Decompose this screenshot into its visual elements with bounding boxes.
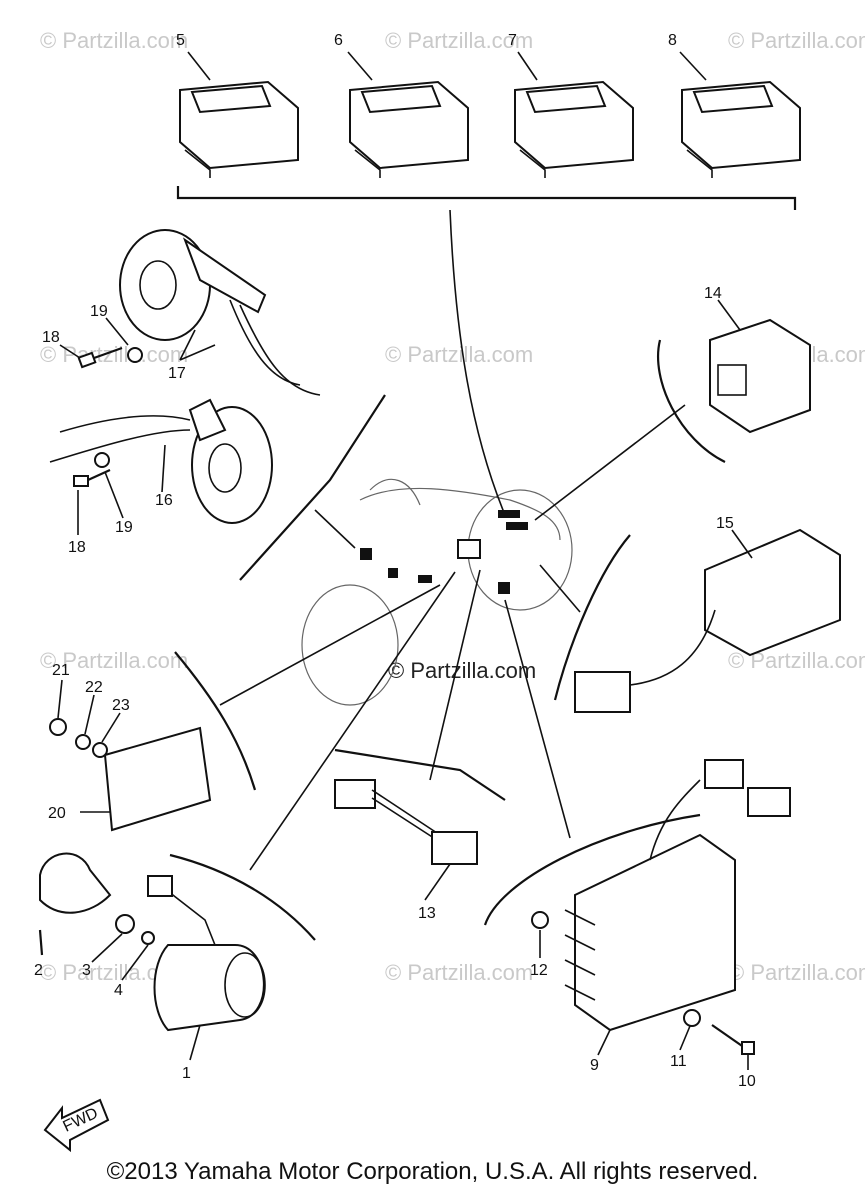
callout-14: 14 <box>704 285 722 302</box>
bracket-line <box>334 748 506 801</box>
spacer-3 <box>115 914 135 934</box>
callout-2: 2 <box>34 962 43 979</box>
washer-22 <box>75 734 91 750</box>
callout-7: 7 <box>508 32 517 49</box>
callout-22: 22 <box>85 679 103 696</box>
relay-8 <box>681 80 801 178</box>
callout-3: 3 <box>82 962 91 979</box>
relay-5 <box>179 80 299 178</box>
callout-leaders <box>57 51 753 1070</box>
horn-16 <box>49 398 273 524</box>
watermark: © Partzilla.com <box>40 648 188 673</box>
callout-6: 6 <box>334 32 343 49</box>
callout-labels: 5 6 7 8 14 15 17 16 18 19 18 19 21 22 23… <box>34 32 756 1090</box>
washer-19 <box>94 347 143 468</box>
callout-19: 19 <box>90 303 108 320</box>
watermark: © Partzilla.com <box>40 28 188 53</box>
callout-18: 18 <box>42 329 60 346</box>
reflector-20 <box>103 651 257 832</box>
callout-4: 4 <box>114 982 123 999</box>
relay-7 <box>514 80 634 178</box>
callout-5: 5 <box>176 32 185 49</box>
nut-12 <box>531 911 549 929</box>
callout-19: 19 <box>115 519 133 536</box>
callout-9: 9 <box>590 1057 599 1074</box>
callout-23: 23 <box>112 697 130 714</box>
bracket-line <box>553 534 631 701</box>
relay-6 <box>349 80 469 178</box>
callout-21: 21 <box>52 662 70 679</box>
motorcycle-outline <box>301 478 573 706</box>
callout-11: 11 <box>670 1053 687 1070</box>
callout-17: 17 <box>168 365 186 382</box>
bracket-line <box>174 651 257 791</box>
bracket-line <box>483 813 701 926</box>
callout-16: 16 <box>155 492 173 509</box>
horn-17 <box>119 229 321 396</box>
watermark-group: © Partzilla.com © Partzilla.com © Partzi… <box>40 28 865 985</box>
watermark: © Partzilla.com <box>385 960 533 985</box>
holder-2 <box>38 852 112 956</box>
watermark: © Partzilla.com <box>728 960 865 985</box>
callout-15: 15 <box>716 515 734 532</box>
watermark: © Partzilla.com <box>385 342 533 367</box>
bracket-line <box>239 394 386 581</box>
nut-21 <box>49 718 67 736</box>
washer-4 <box>141 931 155 945</box>
relay-row <box>176 80 801 210</box>
starter-1 <box>147 853 316 1032</box>
watermark: © Partzilla.com <box>385 28 533 53</box>
watermark-center: © Partzilla.com <box>388 658 536 683</box>
callout-1: 1 <box>182 1065 191 1082</box>
relay-14 <box>657 318 811 463</box>
bolt-10 <box>711 1024 755 1055</box>
unit-15 <box>553 528 841 713</box>
bolt-18 <box>73 346 123 487</box>
watermark: © Partzilla.com <box>728 28 865 53</box>
callout-10: 10 <box>738 1073 756 1090</box>
callout-20: 20 <box>48 805 66 822</box>
callout-13: 13 <box>418 905 436 922</box>
bracket-line <box>169 853 316 941</box>
callout-12: 12 <box>530 962 548 979</box>
watermark: © Partzilla.com <box>40 342 188 367</box>
copyright-notice: ©2013 Yamaha Motor Corporation, U.S.A. A… <box>106 1158 759 1185</box>
harness-13 <box>334 748 506 865</box>
callout-18: 18 <box>68 539 86 556</box>
callout-8: 8 <box>668 32 677 49</box>
washer-11 <box>683 1009 701 1027</box>
bracket-line <box>176 186 797 210</box>
nut-23 <box>92 742 108 758</box>
leader-lines <box>219 209 686 871</box>
fwd-arrow-icon: FWD <box>43 1098 110 1153</box>
rectifier-9 <box>483 759 791 1032</box>
bracket-line <box>657 339 726 463</box>
